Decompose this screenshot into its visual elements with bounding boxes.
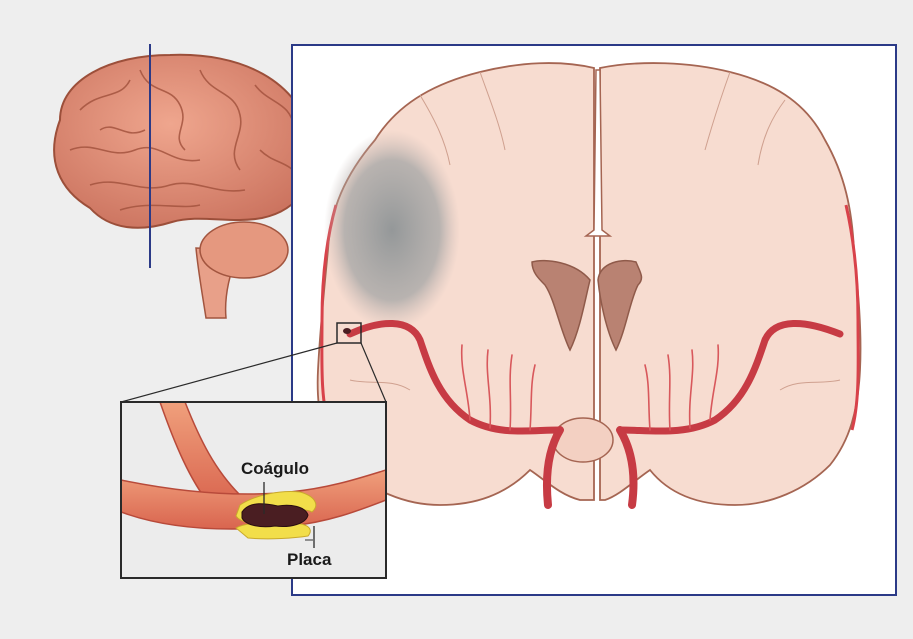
coronal-brain-section xyxy=(318,63,861,505)
plaque-label: Placa xyxy=(287,550,331,570)
cerebrum xyxy=(54,55,313,228)
magnified-inset xyxy=(121,402,386,578)
clot-dot xyxy=(343,328,351,334)
cerebellum xyxy=(200,222,288,278)
blood-clot xyxy=(242,504,308,527)
infarct-area xyxy=(324,130,460,330)
clot-label: Coágulo xyxy=(241,459,309,479)
lateral-brain-view xyxy=(54,44,313,318)
brainstem-section xyxy=(553,418,613,462)
